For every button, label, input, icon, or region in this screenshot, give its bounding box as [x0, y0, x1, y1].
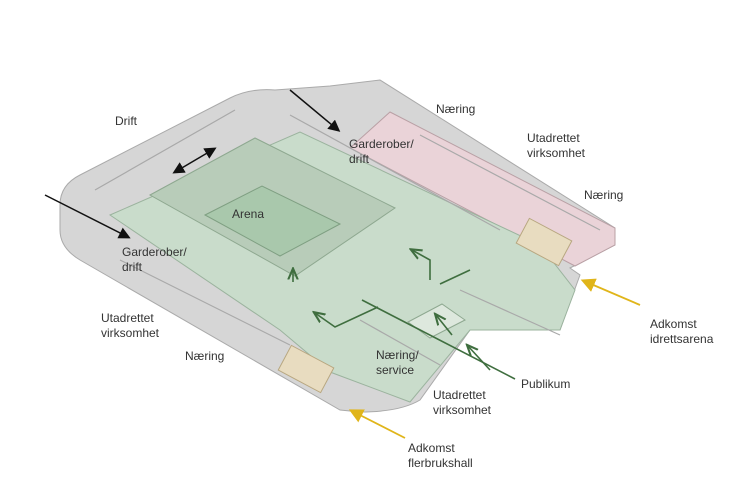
label-naering-right: Næring [584, 188, 624, 202]
label-line: Utadrettet [101, 311, 154, 325]
label-drift: Drift [115, 114, 137, 128]
public-flow-arrows [293, 250, 516, 380]
label-publikum: Publikum [521, 377, 571, 391]
label-line: flerbrukshall [408, 456, 473, 470]
arena-field [203, 185, 342, 257]
service-arrow-left [44, 194, 131, 239]
label-line: Garderober/ [349, 137, 414, 151]
label-line: Utadrettet [527, 131, 580, 145]
label-line: Utadrettet [433, 388, 486, 402]
label-arena: Arena [232, 207, 265, 221]
label-naering-service: Næring/service [376, 348, 419, 378]
label-line: service [376, 363, 415, 377]
commercial-zone [349, 111, 616, 267]
label-garderober-top: Garderober/drift [349, 137, 414, 167]
label-line: virksomhet [101, 326, 160, 340]
label-line: drift [122, 260, 143, 274]
label-line: Garderober/ [122, 245, 187, 259]
label-naering-bottom-left: Næring [185, 349, 225, 363]
label-naering-top: Næring [436, 102, 476, 116]
label-line: idrettsarena [650, 332, 714, 346]
entrance-zone-right [515, 217, 573, 267]
service-arrow-double [172, 147, 217, 174]
entrance-zone-bottom [277, 344, 335, 394]
label-line: virksomhet [433, 403, 492, 417]
service-arrow-top [289, 89, 341, 132]
label-line: Adkomst [650, 317, 697, 331]
label-line: Adkomst [408, 441, 455, 455]
wall-lines [94, 109, 601, 366]
label-line: drift [349, 152, 370, 166]
access-arrow-idrettsarena [580, 278, 641, 306]
label-garderober-left: Garderober/drift [122, 245, 187, 275]
label-line: Næring/ [376, 348, 419, 362]
access-arrow-flerbrukshall [348, 409, 406, 439]
label-line: virksomhet [527, 146, 586, 160]
